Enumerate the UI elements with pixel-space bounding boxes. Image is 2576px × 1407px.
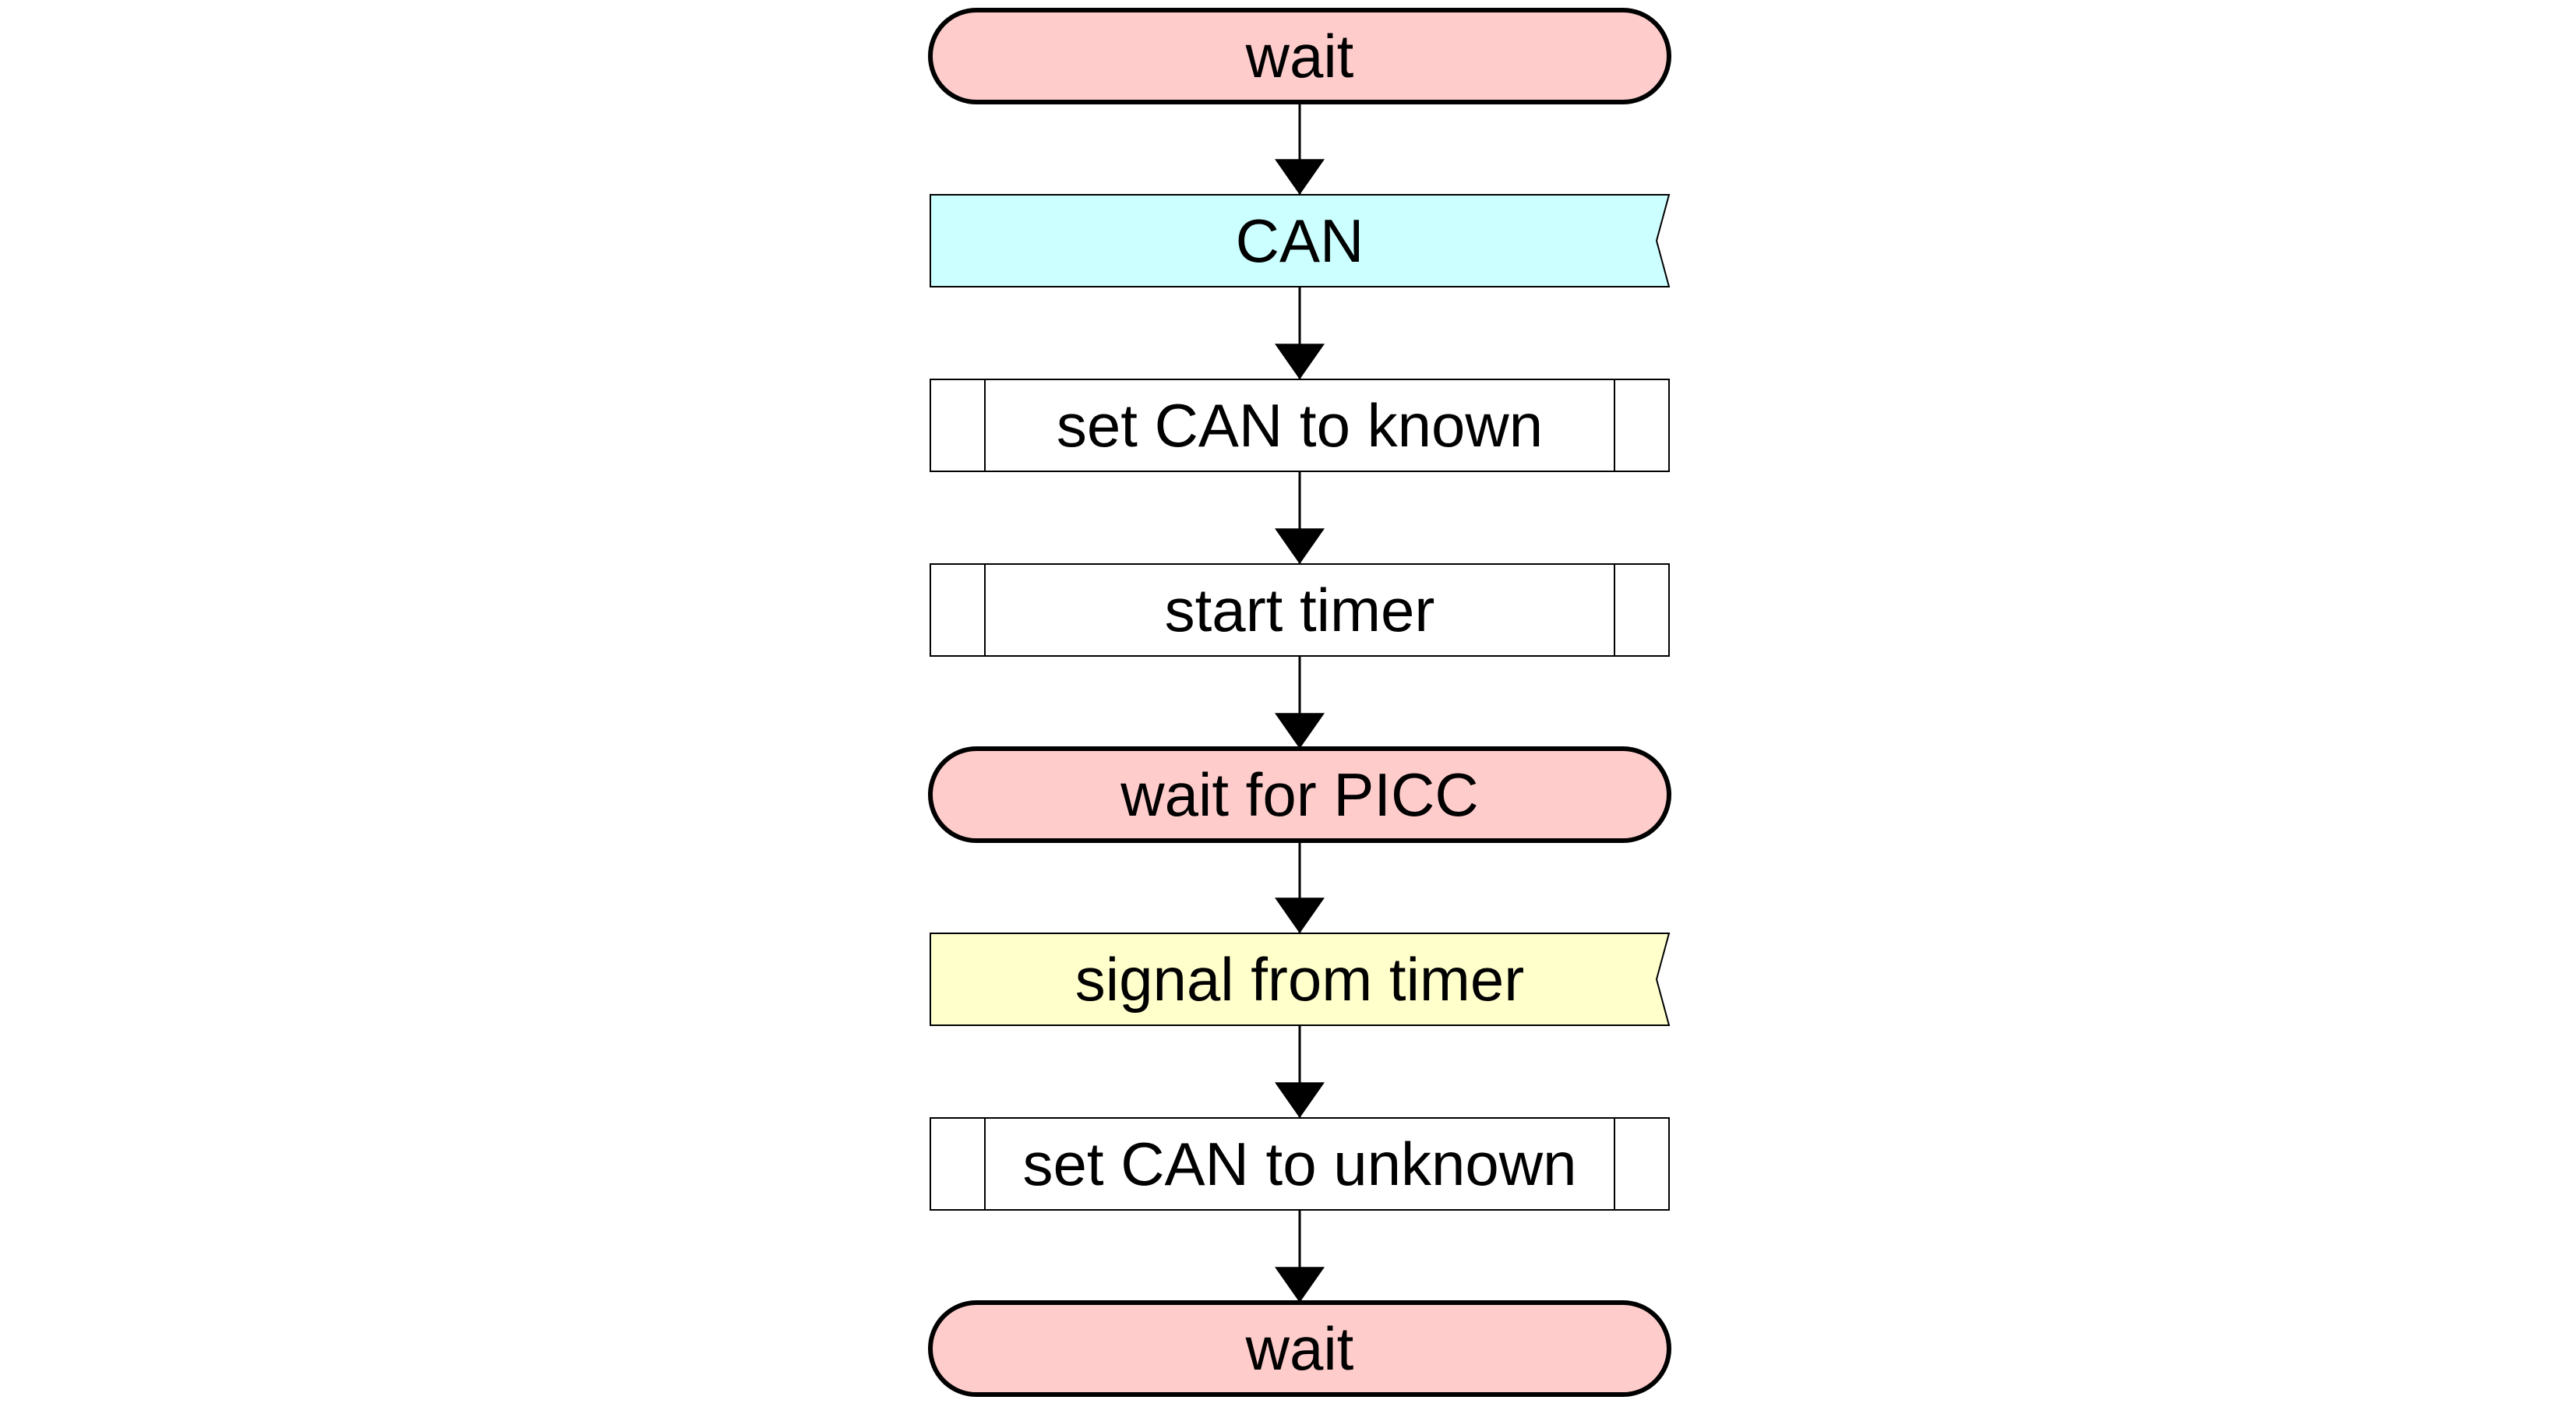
node-label: wait	[1245, 22, 1354, 90]
task-shape	[930, 379, 1670, 472]
input-shape	[930, 194, 1671, 287]
node-label: wait for PICC	[1120, 760, 1478, 829]
node-task-4: start timer	[930, 563, 1670, 657]
task-shape	[930, 563, 1670, 657]
node-task-3: set CAN to known	[930, 379, 1670, 472]
node-label: CAN	[1236, 206, 1364, 275]
node-input-6: signal from timer	[930, 933, 1671, 1026]
node-task-7: set CAN to unknown	[930, 1117, 1670, 1211]
node-label: wait	[1245, 1314, 1354, 1383]
node-state-5: wait for PICC	[928, 746, 1671, 843]
task-shape	[930, 1117, 1670, 1211]
state-shape	[928, 1300, 1671, 1397]
node-label: signal from timer	[1075, 945, 1524, 1014]
node-state-1: wait	[928, 8, 1671, 104]
state-shape	[928, 746, 1671, 843]
node-label: start timer	[1165, 576, 1435, 644]
state-shape	[928, 8, 1671, 104]
input-shape	[930, 933, 1671, 1026]
node-state-8: wait	[928, 1300, 1671, 1397]
node-label: set CAN to unknown	[1022, 1130, 1576, 1198]
node-input-2: CAN	[930, 194, 1671, 287]
node-label: set CAN to known	[1057, 391, 1543, 460]
